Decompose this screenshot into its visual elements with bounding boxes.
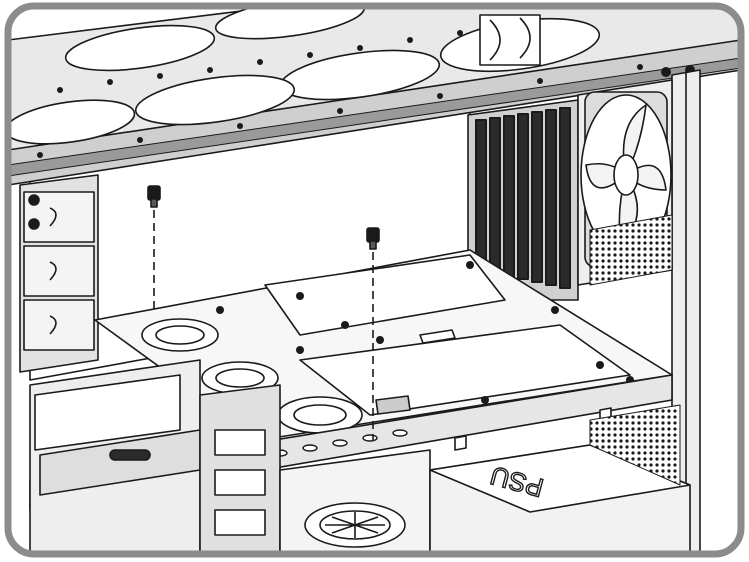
psu-unit	[429, 404, 691, 554]
standoff-screw-right	[366, 227, 380, 440]
expansion-slots	[467, 99, 579, 301]
psu-label: PSU	[487, 460, 546, 503]
top-panel-holes	[37, 30, 695, 158]
psu-shroud	[279, 449, 431, 554]
standoff-screw-left	[147, 185, 161, 312]
standoff-screws	[147, 185, 380, 440]
rear-exhaust-fan	[577, 79, 673, 286]
drive-bays-left	[19, 174, 99, 373]
lower-drive-cages	[29, 359, 281, 554]
image-frame	[4, 2, 745, 558]
cable-routing-holes	[141, 318, 363, 434]
